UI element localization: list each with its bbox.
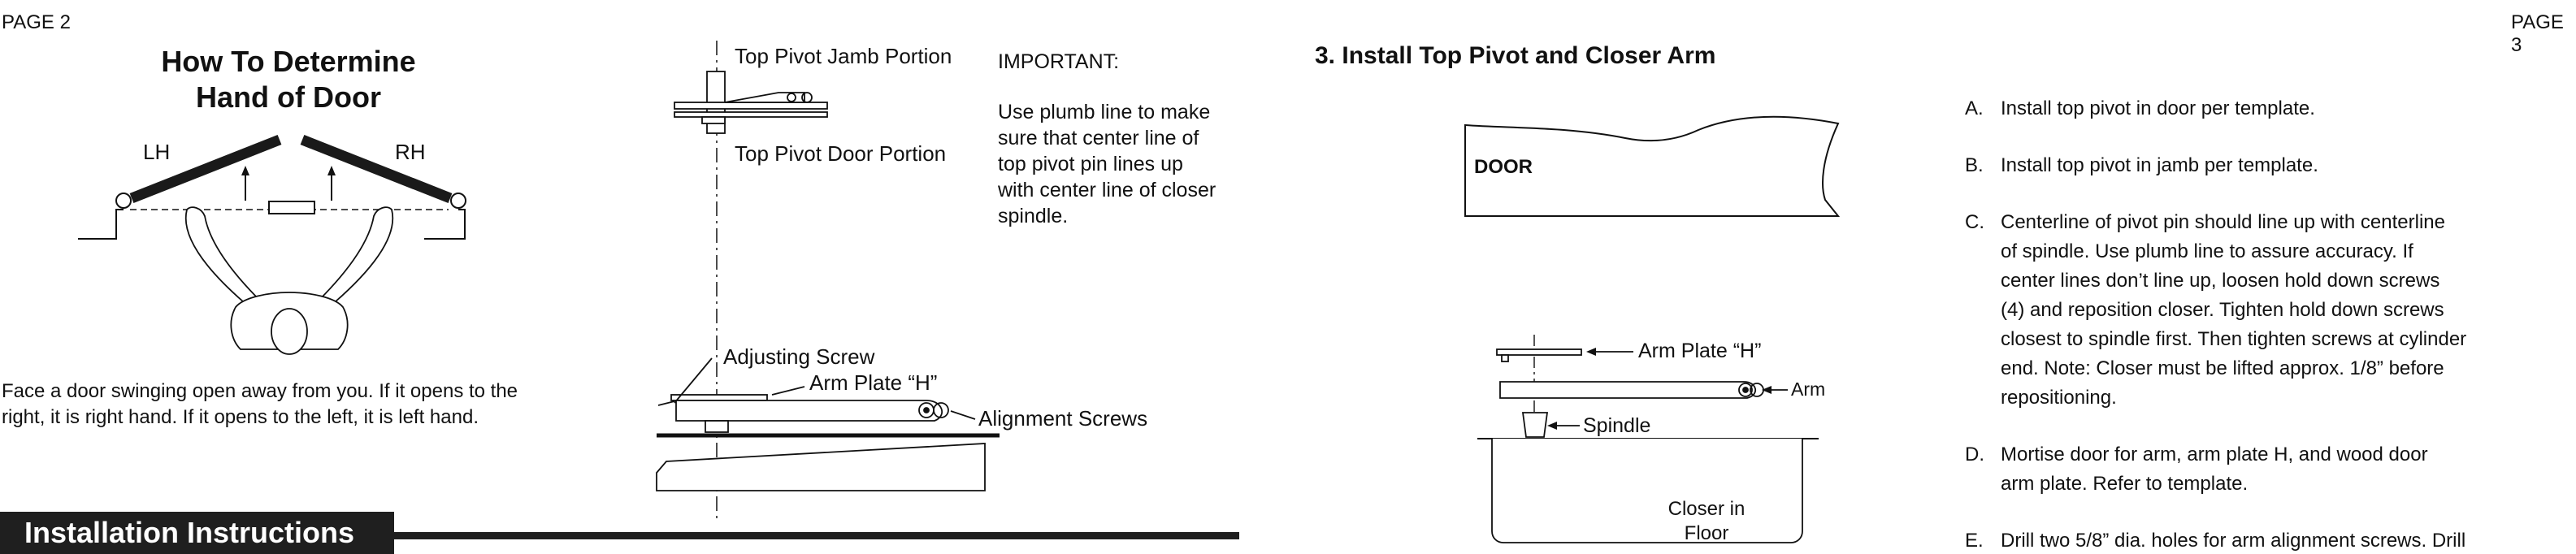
step-text: (4) and reposition closer. Tighten hold … — [2001, 299, 2444, 321]
closer-box — [656, 443, 986, 491]
page-number-left: PAGE 2 — [2, 11, 71, 33]
alignment-screw-1-inner — [923, 407, 930, 413]
installation-rule — [394, 532, 1239, 539]
closer-in-floor-label: Closer in Floor — [1650, 497, 1763, 546]
important-note: IMPORTANT: Use plumb line to make sure t… — [998, 49, 1274, 229]
left-pivot-circle — [115, 193, 132, 209]
spindle-stub — [705, 420, 729, 433]
step-text: Install top pivot in door per template. — [2001, 97, 2315, 119]
door-label: DOOR — [1474, 156, 1533, 178]
steps-list: A. Install top pivot in door per template… — [1965, 94, 2566, 553]
step-text: center lines don’t line up, loosen hold … — [2001, 270, 2440, 292]
closer-label-line-2: Floor — [1684, 522, 1729, 544]
arm-plate-label-right: Arm Plate “H” — [1638, 340, 1762, 362]
important-line-2: sure that center line of — [998, 127, 1199, 149]
hand-description-line-2: right, it is right hand. If it opens to … — [2, 406, 479, 428]
step-text: of spindle. Use plumb line to assure acc… — [2001, 240, 2413, 262]
step-c: C. Centerline of pivot pin should line up… — [1965, 208, 2566, 413]
important-line-1: Use plumb line to make — [998, 101, 1211, 123]
arm-screw-1-inner — [1742, 387, 1749, 393]
right-door-leaf — [300, 134, 453, 204]
important-line-4: with center line of closer — [998, 179, 1216, 201]
adjusting-screw-label: Adjusting Screw — [723, 344, 875, 369]
step-d: D. Mortise door for arm, arm plate H, and… — [1965, 440, 2566, 499]
arm-plate-pin — [1501, 354, 1509, 362]
step-letter: E. — [1965, 530, 1984, 552]
step-text: Centerline of pivot pin should line up w… — [2001, 211, 2445, 233]
door-section-diagram — [1464, 115, 1841, 217]
closer-arm-right — [1499, 381, 1756, 399]
section-title: 3. Install Top Pivot and Closer Arm — [1315, 42, 1716, 69]
right-jamb-wall — [424, 209, 466, 240]
door-pivot-plate-lower — [674, 111, 828, 118]
arm-plate-leader — [771, 386, 805, 396]
adjusting-screw-leader — [674, 357, 713, 404]
alignment-screw-2 — [933, 402, 949, 418]
top-pivot-diagram — [656, 41, 1000, 518]
pivot-screw-1 — [787, 93, 796, 102]
rh-label: RH — [395, 140, 426, 164]
step-text: Install top pivot in jamb per template. — [2001, 154, 2318, 176]
hand-heading-line-1: How To Determine — [161, 45, 416, 78]
lh-label: LH — [143, 140, 171, 164]
person-head — [271, 308, 308, 355]
step-text: repositioning. — [2001, 387, 2117, 409]
closer-label-line-1: Closer in — [1667, 498, 1746, 520]
arm-arrow — [1762, 386, 1772, 394]
hand-description-line-1: Face a door swinging open away from you.… — [2, 380, 518, 402]
arm-plate-label-left: Arm Plate “H” — [809, 370, 938, 395]
closer-arm — [675, 400, 943, 422]
step-e: E. Drill two 5/8” dia. holes for arm alig… — [1965, 526, 2566, 553]
closer-rectangle — [268, 201, 315, 214]
left-door-leaf — [129, 134, 282, 204]
important-title: IMPORTANT: — [998, 50, 1120, 73]
right-arrow-head — [327, 166, 336, 175]
hand-of-door-heading: How To Determine Hand of Door — [122, 44, 455, 115]
adjusting-screw-tip — [657, 400, 675, 406]
hand-heading-line-2: Hand of Door — [196, 80, 381, 114]
arm-screw-1 — [1738, 383, 1753, 397]
hand-description: Face a door swinging open away from you.… — [2, 379, 587, 431]
arm-label: Arm — [1791, 379, 1826, 400]
step-letter: A. — [1965, 97, 1984, 119]
person-right-arm — [317, 206, 394, 314]
alignment-screws-leader — [950, 410, 976, 420]
pivot-pin-block — [701, 116, 726, 124]
installation-instructions-bar: Installation Instructions — [0, 512, 394, 554]
spindle-block — [1521, 412, 1549, 438]
alignment-screws-label: Alignment Screws — [978, 406, 1148, 431]
person-left-arm — [184, 206, 262, 314]
step-text: Mortise door for arm, arm plate H, and w… — [2001, 444, 2428, 465]
step-letter: B. — [1965, 154, 1984, 176]
step-text: arm plate. Refer to template. — [2001, 473, 2249, 495]
step-a: A. Install top pivot in door per template… — [1965, 94, 2566, 123]
top-pivot-jamb-label: Top Pivot Jamb Portion — [735, 44, 952, 68]
step-letter: C. — [1965, 211, 1984, 233]
step-letter: D. — [1965, 444, 1984, 465]
spindle-label: Spindle — [1583, 414, 1651, 437]
door-hand-diagram — [78, 134, 466, 355]
page-number-right: PAGE 3 — [2511, 11, 2564, 56]
spindle-arrow — [1547, 422, 1557, 430]
pivot-screw-2 — [801, 92, 813, 103]
arm-plate-h-right — [1496, 348, 1582, 356]
step-text: Drill two 5/8” dia. holes for arm alignm… — [2001, 530, 2466, 552]
top-pivot-door-label: Top Pivot Door Portion — [735, 141, 947, 166]
step-text: end. Note: Closer must be lifted approx.… — [2001, 357, 2444, 379]
left-jamb-wall — [78, 209, 124, 240]
left-arrow-head — [241, 166, 249, 175]
important-line-3: top pivot pin lines up — [998, 153, 1183, 175]
door-outline — [1464, 115, 1841, 217]
closer-assembly-diagram — [1477, 335, 1819, 543]
arm-plate-arrow — [1586, 348, 1596, 356]
important-line-5: spindle. — [998, 205, 1069, 227]
right-pivot-circle — [450, 193, 466, 209]
closer-in-floor-box — [1491, 439, 1803, 543]
step-b: B. Install top pivot in jamb per template… — [1965, 151, 2566, 180]
step-text: closest to spindle first. Then tighten s… — [2001, 328, 2467, 350]
